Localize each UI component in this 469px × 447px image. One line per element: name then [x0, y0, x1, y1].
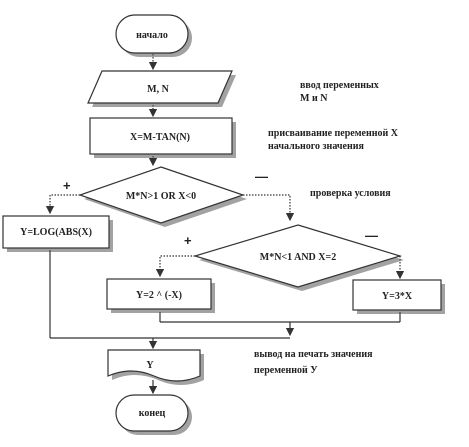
- cond1-no-sign: —: [255, 169, 268, 184]
- note-input-2: М и N: [300, 93, 328, 104]
- calc-left-label: Y=LOG(ABS(X): [20, 227, 92, 238]
- cond2-yes-sign: +: [184, 233, 192, 248]
- start-terminal: начало: [115, 14, 192, 57]
- condition-1-label: M*N>1 OR X<0: [126, 191, 196, 202]
- arrow-cond1-no: [243, 194, 295, 222]
- condition-2: M*N<1 AND X=2: [192, 224, 404, 291]
- calc-left-block: Y=LOG(ABS(X): [2, 215, 113, 252]
- note-assign-1: присваивание переменной Х: [268, 128, 399, 139]
- calc-right-label: Y=3*X: [382, 291, 413, 302]
- note-condition: проверка условия: [310, 188, 391, 199]
- input-block: M, N: [87, 70, 236, 107]
- assign-block: X=M-TAN(N): [89, 117, 236, 158]
- arrow-cond1-yes: [45, 194, 80, 215]
- calc-right-block: Y=3*X: [352, 279, 445, 314]
- note-output-2: переменной У: [254, 365, 318, 376]
- cond2-no-sign: —: [365, 228, 378, 243]
- input-label: M, N: [147, 84, 169, 95]
- end-terminal: конец: [115, 394, 192, 435]
- start-label: начало: [136, 30, 168, 41]
- end-label: конец: [139, 408, 166, 419]
- note-input-1: ввод переменных: [300, 80, 379, 91]
- output-label: Y: [146, 360, 154, 371]
- arrow-cond2-yes: [155, 255, 195, 278]
- connectors: [45, 54, 405, 395]
- calc-mid-block: Y=2 ^ (-X): [106, 278, 215, 313]
- assign-label: X=M-TAN(N): [130, 132, 190, 143]
- note-assign-2: начального значения: [268, 141, 365, 152]
- condition-1: M*N>1 OR X<0: [78, 166, 247, 227]
- output-block: Y: [107, 349, 204, 385]
- calc-mid-label: Y=2 ^ (-X): [136, 290, 182, 301]
- condition-2-label: M*N<1 AND X=2: [260, 252, 336, 263]
- side-notes: ввод переменных М и N присваивание перем…: [254, 80, 399, 376]
- cond1-yes-sign: +: [63, 178, 71, 193]
- note-output-1: вывод на печать значения: [254, 349, 373, 360]
